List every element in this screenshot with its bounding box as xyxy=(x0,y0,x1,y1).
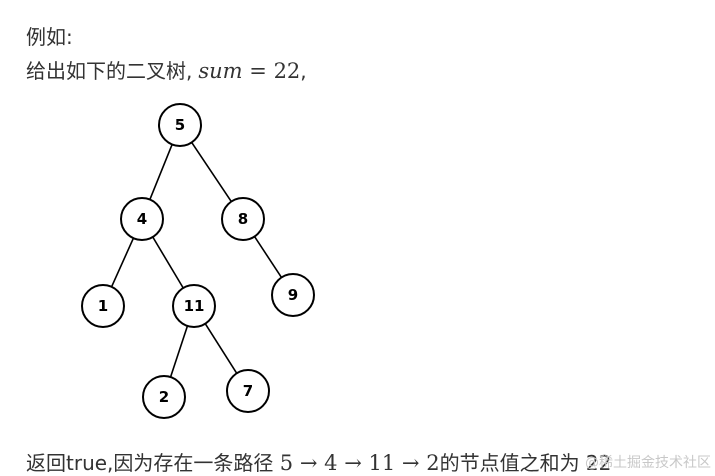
tree-node-label: 4 xyxy=(137,210,147,228)
path-arrow: → xyxy=(344,451,362,475)
sum-equals: = xyxy=(249,59,267,83)
tree-node-label: 9 xyxy=(288,286,298,304)
tree-node: 1 xyxy=(81,284,125,328)
sum-value: 22 xyxy=(273,59,301,83)
tree-edge xyxy=(152,236,184,289)
tree-edge xyxy=(253,236,283,278)
path-formula: 5 → 4 → 11 → 2 xyxy=(280,451,440,475)
result-line: 返回true,因为存在一条路径 5 → 4 → 11 → 2的节点值之和为 22 xyxy=(26,450,611,476)
tree-node-label: 11 xyxy=(184,297,205,315)
tree-node-circle xyxy=(226,369,270,413)
tree-node: 5 xyxy=(158,103,202,147)
result-text: 返回true,因为存在一条路径 xyxy=(26,451,274,475)
tree-edge xyxy=(204,323,238,374)
sum-formula: sum = 22 xyxy=(198,59,300,83)
intro-line: 给出如下的二叉树,sum = 22, xyxy=(26,58,307,84)
tree-node: 4 xyxy=(120,197,164,241)
tree-edge xyxy=(110,237,135,288)
tree-edge xyxy=(149,144,173,200)
tree-node-label: 5 xyxy=(175,116,185,134)
tree-node-circle xyxy=(158,103,202,147)
path-value: 5 xyxy=(279,451,294,475)
tree-node-label: 1 xyxy=(98,297,108,315)
tree-edges xyxy=(110,141,283,378)
tree-node-circle xyxy=(81,284,125,328)
tree-node-circle xyxy=(120,197,164,241)
path-value: 4 xyxy=(324,451,338,475)
sum-variable: sum xyxy=(198,59,243,83)
tree-node: 2 xyxy=(142,375,186,419)
watermark: @稀土掘金技术社区 xyxy=(585,455,711,471)
tree-node-circle xyxy=(142,375,186,419)
tree-node-label: 7 xyxy=(243,382,253,400)
tree-edge xyxy=(169,325,189,378)
path-value: 11 xyxy=(368,451,396,475)
example-label: 例如: xyxy=(26,25,73,49)
path-value: 2 xyxy=(426,451,440,475)
result-suffix: 的节点值之和为 22 xyxy=(439,451,612,475)
tree-node-circle xyxy=(172,284,216,328)
tree-edge xyxy=(191,141,232,203)
tree-node-circle xyxy=(221,197,265,241)
tree-node: 11 xyxy=(172,284,216,328)
path-arrow: → xyxy=(299,451,318,475)
tree-node: 9 xyxy=(271,273,315,317)
tree-node: 8 xyxy=(221,197,265,241)
tree-node: 7 xyxy=(226,369,270,413)
path-arrow: → xyxy=(401,451,420,475)
tree-node-label: 8 xyxy=(238,210,248,228)
tree-node-circle xyxy=(271,273,315,317)
tree-node-label: 2 xyxy=(159,388,169,406)
sum-suffix: , xyxy=(300,59,307,83)
intro-text: 给出如下的二叉树, xyxy=(26,59,193,83)
